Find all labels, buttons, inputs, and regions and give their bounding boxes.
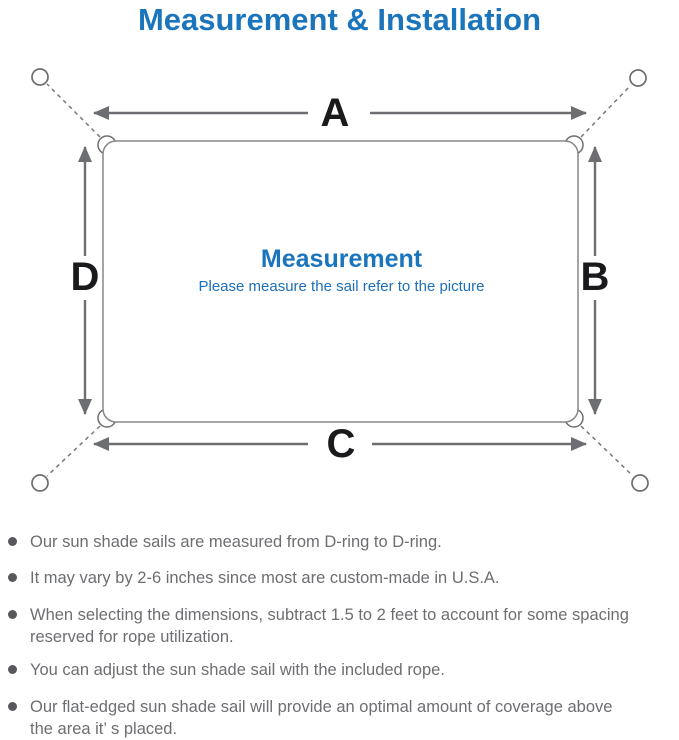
note-text: You can adjust the sun shade sail with t… [30,661,445,679]
rope-line-bottom-right [580,425,634,477]
note-item: Our flat-edged sun shade sail will provi… [8,696,671,740]
dimension-arrows [78,106,602,451]
bullet-icon [8,573,17,582]
rope-line-bottom-left [46,425,101,477]
anchor-point-top-right [629,69,647,87]
rope-line-top-right [580,84,632,138]
note-text: Our sun shade sails are measured from D-… [30,533,442,551]
bullet-icon [8,702,17,711]
note-text: reserved for rope utilization. [30,628,234,646]
note-text: It may vary by 2-6 inches since most are… [30,569,500,587]
anchor-points [31,68,649,492]
diagram-center-title: Measurement [260,245,423,273]
dimension-label-b: B [580,255,610,299]
note-item: You can adjust the sun shade sail with t… [8,659,671,681]
bullet-icon [8,537,17,546]
note-text: Our flat-edged sun shade sail will provi… [30,698,613,716]
measurement-diagram [31,68,649,492]
dimension-label-d: D [70,255,100,299]
notes-list: Our sun shade sails are measured from D-… [8,531,671,740]
page-title: Measurement & Installation [137,2,542,37]
note-item: When selecting the dimensions, subtract … [8,604,671,648]
bullet-icon [8,610,17,619]
bullet-icon [8,665,17,674]
rope-line-top-left [46,83,101,138]
dimension-label-c: C [326,422,356,466]
note-text: When selecting the dimensions, subtract … [30,606,629,624]
note-text: the area it’ s placed. [30,720,178,738]
dimension-label-a: A [320,91,350,135]
sail-outline [102,140,579,423]
note-item: Our sun shade sails are measured from D-… [8,531,671,553]
note-item: It may vary by 2-6 inches since most are… [8,567,671,589]
diagram-center-subtitle: Please measure the sail refer to the pic… [198,278,485,295]
anchor-point-bottom-right [631,474,649,492]
anchor-point-bottom-left [31,474,49,492]
anchor-point-top-left [31,68,49,86]
